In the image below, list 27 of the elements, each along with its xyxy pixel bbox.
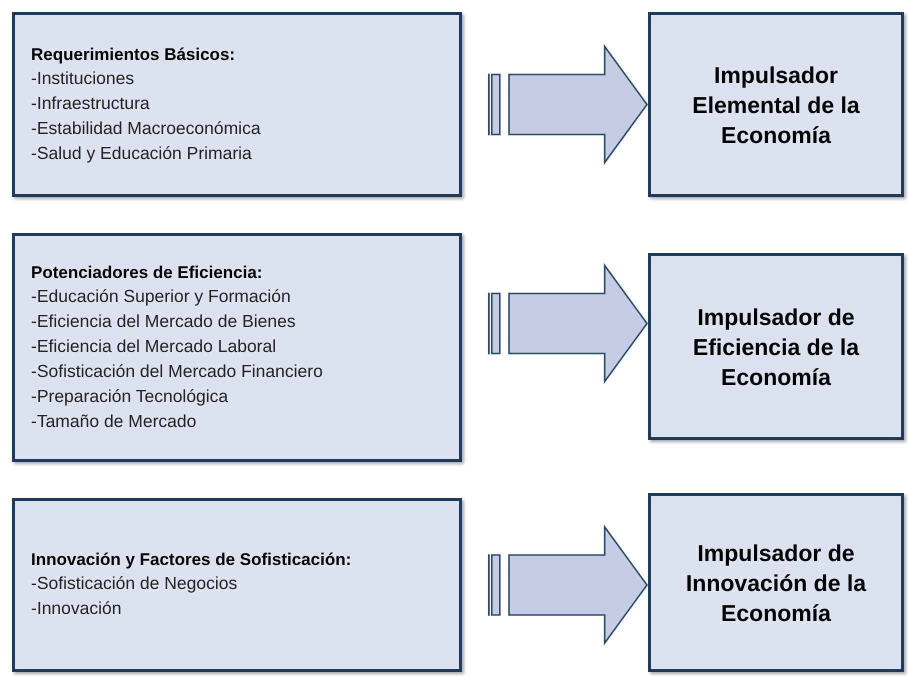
list-item: -Preparación Tecnológica [31, 384, 230, 408]
driver-box [648, 12, 904, 197]
box-heading: Potenciadores de Eficiencia: [31, 262, 264, 284]
box-heading: Innovación y Factores de Sofisticación: [31, 549, 352, 571]
driver-label: Impulsador Elemental de la Economía [691, 60, 861, 150]
list-item: -Estabilidad Macroeconómica [31, 116, 262, 140]
factor-box [12, 12, 462, 197]
list-item: -Instituciones [31, 66, 136, 90]
driver-label: Impulsador de Eficiencia de la Economía [692, 302, 860, 392]
block-arrow [488, 263, 648, 384]
list-item: -Salud y Educación Primaria [31, 142, 253, 165]
factor-box [12, 498, 462, 672]
list-item: -Eficiencia del Mercado Laboral [31, 334, 278, 358]
list-item: -Eficiencia del Mercado de Bienes [31, 310, 297, 332]
list-item: -Innovación [31, 597, 122, 620]
list-item: -Sofisticación de Negocios [31, 572, 238, 595]
driver-label: Impulsador de Innovación de la Economía [684, 538, 868, 628]
driver-box [648, 253, 904, 440]
list-item: -Sofisticación del Mercado Financiero [31, 360, 324, 382]
list-item: -Educación Superior y Formación [31, 284, 292, 308]
block-arrow [488, 524, 648, 646]
list-item: -Tamaño de Mercado [31, 410, 198, 432]
block-arrow [488, 44, 648, 165]
box-heading: Requerimientos Básicos: [31, 44, 236, 66]
driver-box [648, 493, 904, 672]
factor-box [12, 233, 462, 462]
list-item: -Infraestructura [31, 92, 151, 114]
